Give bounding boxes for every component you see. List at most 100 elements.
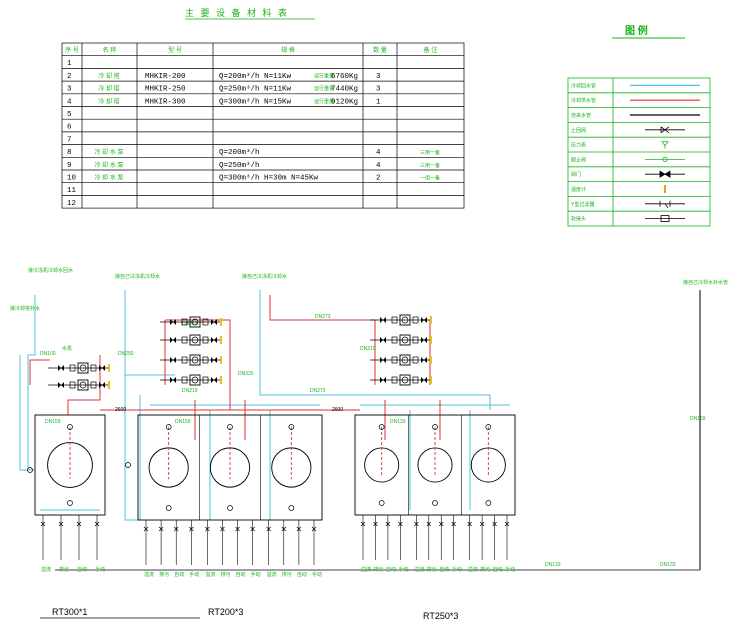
valve-icon: [205, 526, 210, 532]
tower-inlet-nozzle: [432, 424, 438, 430]
valve-icon: [143, 526, 149, 532]
table-row-name: 冷 却 塔: [98, 97, 119, 105]
pipe-size-label: DN100: [40, 351, 56, 357]
flexible-joint-icon: [202, 356, 209, 364]
pump-impeller-icon: [191, 356, 199, 364]
tower-bottom-label: 排污: [282, 571, 292, 578]
table-row-weight-prefix: 运行重量: [314, 98, 334, 105]
tower-bottom-label: 手动: [505, 566, 515, 573]
pipe-size-label: DN325: [238, 371, 254, 377]
table-row-number: 2: [67, 73, 72, 81]
flexible-joint-icon: [412, 356, 419, 364]
pump-impeller-icon: [79, 381, 87, 389]
valve-icon: [504, 521, 510, 527]
valve-icon: [421, 337, 427, 343]
table-row-spec: Q=250m³/h N=11Kw: [219, 85, 292, 94]
legend-item-label: 冷却回水管: [571, 82, 596, 89]
legend-item-label: Y型过滤器: [571, 201, 594, 208]
tower-bottom-label: 溢流: [468, 566, 478, 573]
table-row-qty: 2: [376, 175, 381, 183]
tower-bottom-label: 手动: [398, 566, 408, 573]
tower-bottom-label: 自动: [493, 566, 503, 573]
valve-icon: [380, 337, 386, 343]
return-pipe-main-2: [259, 290, 491, 410]
table-header-cell: 数 量: [373, 46, 387, 54]
valve-icon: [173, 526, 179, 532]
pump-impeller-icon: [401, 356, 409, 364]
supply-pipe-rt250: [269, 295, 375, 321]
flexible-joint-icon: [90, 381, 97, 389]
flexible-joint-icon: [202, 318, 209, 326]
tower-outlet-nozzle: [432, 500, 438, 506]
return-pipe-rt300: [27, 295, 36, 471]
pump-icon: [399, 334, 411, 346]
tower-bottom-label: 手动: [251, 571, 261, 578]
valve-icon: [99, 365, 105, 371]
table-row-number: 3: [67, 86, 72, 94]
tower-bottom-label: 排污: [59, 566, 69, 573]
table-row-qty: 4: [376, 162, 381, 170]
tower-bottom-label: 排污: [159, 571, 169, 578]
pump-icon: [189, 374, 201, 386]
tower-bottom-label: 溢流: [205, 571, 215, 578]
legend-grid: [567, 77, 711, 227]
table-row-weight: 9120Kg: [331, 98, 358, 106]
legend-item-label: 软接头: [571, 216, 586, 223]
valve-icon: [250, 526, 255, 532]
table-row-spec: Q=200m³/h: [219, 148, 260, 157]
legend-item-label: 阀门: [571, 171, 581, 178]
table-row-number: 10: [67, 175, 77, 183]
top-label-4: 接自己冷冻机冷却水: [242, 273, 287, 280]
pipe-size-label: DN250: [118, 351, 134, 357]
tower-inlet-nozzle: [165, 424, 172, 430]
flexible-joint-icon: [181, 376, 188, 384]
legend-item-label: 自来水管: [571, 112, 591, 119]
table-row-spec: Q=300m³/h H=30m N=45Kw: [219, 174, 319, 183]
tower-outlet-nozzle: [378, 500, 385, 506]
valve-icon: [211, 377, 217, 383]
table-row-note: 三用一备: [420, 149, 440, 156]
valve-icon: [373, 521, 378, 527]
tower-inlet-nozzle: [288, 424, 295, 430]
valve-icon: [170, 319, 176, 325]
legend-item-label: 截止阀: [571, 156, 586, 163]
legend-item-label: 温度计: [571, 186, 586, 193]
tower-inlet-nozzle: [378, 424, 385, 430]
valve-icon: [421, 317, 427, 323]
tower-group-rt200: RT200*3: [208, 607, 243, 617]
tower-bottom-label: 溢流: [144, 571, 154, 578]
pump-label: 水泵: [62, 345, 72, 352]
table-header-cell: 型 号: [168, 46, 182, 54]
top-label-2: 接冷却塔补水: [10, 305, 40, 312]
flexible-joint-icon: [202, 376, 209, 384]
valve-icon: [99, 382, 105, 388]
thermometer-icon: [220, 356, 222, 364]
table-row-weight: 6760Kg: [331, 73, 358, 81]
tower-inlet-nozzle: [67, 424, 73, 430]
table-row-spec: Q=300m³/h N=15Kw: [219, 97, 292, 106]
tower-bottom-label: 手动: [95, 566, 105, 573]
pipe-size-label: DN159: [690, 416, 706, 422]
valve-icon: [360, 521, 366, 527]
table-title: 主 要 设 备 材 料 表: [185, 7, 289, 18]
valve-icon: [58, 382, 64, 388]
table-row-note: 一用一备: [420, 175, 440, 182]
pump-groups: [48, 314, 432, 391]
pipe-size-label: DN159: [175, 419, 191, 425]
tower-inlet-nozzle: [227, 424, 233, 430]
sensor-icon: [27, 467, 33, 473]
tower-outlet-nozzle: [288, 505, 295, 511]
table-row-number: 12: [67, 200, 76, 208]
flexible-joint-icon: [412, 316, 419, 324]
thermometer-icon: [108, 381, 110, 389]
valve-icon: [281, 526, 287, 532]
sensor-icon: [125, 462, 131, 468]
table-row-spec: Q=250m³/h: [219, 161, 260, 170]
valve-icon: [266, 526, 271, 532]
flexible-joint-icon: [391, 336, 398, 344]
tower-bottom-label: 自动: [236, 571, 246, 578]
tower-bottom-label: 排污: [220, 571, 230, 578]
table-row-qty: 4: [376, 149, 381, 157]
